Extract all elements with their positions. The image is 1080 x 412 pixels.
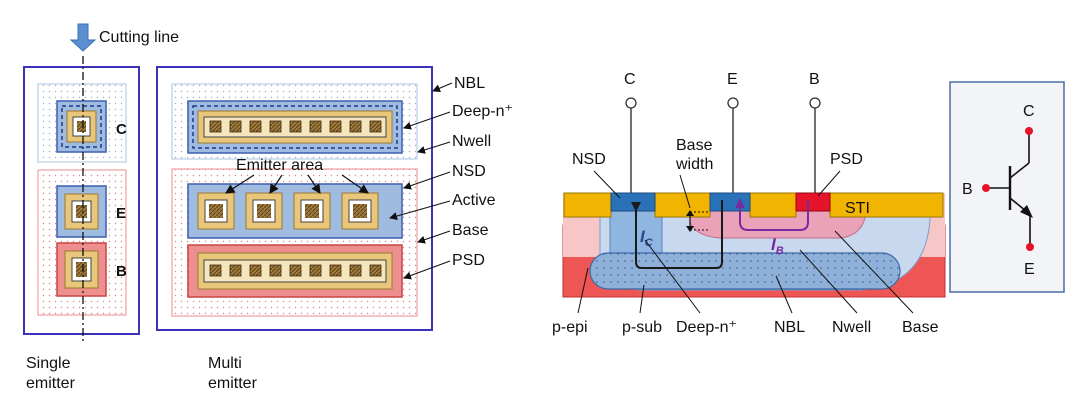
base-width-label-1: Base	[676, 137, 713, 154]
single-c-label: C	[116, 121, 127, 138]
base-contact	[269, 264, 282, 277]
cutting-line-label: Cutting line	[99, 29, 179, 46]
ic-arrow-icon	[631, 202, 641, 212]
ic-label: IC	[640, 227, 654, 249]
emitter-cell	[245, 192, 283, 230]
emitter-arrow	[224, 174, 255, 194]
bottom-label-base: Base	[902, 319, 939, 336]
collector-contact	[329, 120, 342, 133]
base-contact	[329, 264, 342, 277]
legend-base: Base	[452, 222, 489, 239]
legend-deep-n: Deep-n⁺	[452, 103, 513, 120]
base-contact	[209, 264, 222, 277]
collector-contact	[349, 120, 362, 133]
collector-contact	[289, 120, 302, 133]
symbol-b-label: B	[962, 181, 973, 198]
cross-section: STI C E B IC IB Base width NSD	[552, 71, 946, 336]
base-width-label-2: width	[675, 156, 713, 173]
single-b-label: B	[116, 263, 127, 280]
multi-emitter-layout: Emitter area	[156, 66, 433, 331]
base-contact	[349, 264, 362, 277]
legend-nsd: NSD	[452, 163, 486, 180]
ib-label: IB	[771, 235, 784, 257]
nsd-label: NSD	[572, 151, 606, 168]
bottom-label-deep-n: Deep-n⁺	[676, 319, 737, 336]
symbol-c-label: C	[1023, 103, 1035, 120]
psd-label: PSD	[830, 151, 863, 168]
xs-terminal-b: B	[809, 71, 820, 88]
legend-nbl: NBL	[454, 75, 485, 92]
collector-contact	[269, 120, 282, 133]
bottom-label-p-epi: p-epi	[552, 319, 588, 336]
collector-contact	[309, 120, 322, 133]
emitter-cell	[341, 192, 379, 230]
base-contact	[369, 264, 382, 277]
cutting-line-indicator: Cutting line	[69, 23, 179, 52]
layer-legend: NBL Deep-n⁺ Nwell NSD Active Base PSD	[389, 75, 513, 280]
collector-contact	[229, 120, 242, 133]
sti-label: STI	[845, 200, 870, 217]
legend-nwell: Nwell	[452, 133, 491, 150]
emitter-arrow-icon	[1020, 205, 1033, 218]
caption-single-1: Single	[26, 355, 71, 372]
base-contact	[309, 264, 322, 277]
single-e-label: E	[116, 205, 126, 222]
base-contact	[229, 264, 242, 277]
symbol-e-label: E	[1024, 261, 1035, 278]
emitter-arrow	[341, 174, 369, 194]
down-arrow-icon	[69, 23, 97, 52]
collector-contact	[369, 120, 382, 133]
bottom-label-p-sub: p-sub	[622, 319, 662, 336]
terminal-wires	[625, 97, 821, 193]
emitter-arrow	[307, 174, 321, 194]
bottom-label-nbl: NBL	[774, 319, 805, 336]
ic-current-path	[635, 200, 723, 269]
ib-arrow-icon	[735, 198, 745, 208]
bottom-label-nwell: Nwell	[832, 319, 871, 336]
caption-single-2: emitter	[26, 375, 76, 392]
emitter-cell	[293, 192, 331, 230]
legend-psd: PSD	[452, 252, 485, 269]
npn-symbol: C B E	[949, 81, 1065, 293]
single-emitter-layout: C E B	[23, 56, 140, 342]
ib-current-path	[739, 200, 809, 231]
xs-terminal-c: C	[624, 71, 636, 88]
collector-contact	[249, 120, 262, 133]
caption-multi-1: Multi	[208, 355, 242, 372]
base-contact	[289, 264, 302, 277]
emitter-arrow	[269, 174, 283, 194]
legend-active: Active	[452, 192, 496, 209]
collector-contact	[209, 120, 222, 133]
emitter-area-label: Emitter area	[236, 157, 323, 174]
emitter-cell	[197, 192, 235, 230]
xs-terminal-e: E	[727, 71, 738, 88]
base-contact	[249, 264, 262, 277]
caption-multi-2: emitter	[208, 375, 258, 392]
